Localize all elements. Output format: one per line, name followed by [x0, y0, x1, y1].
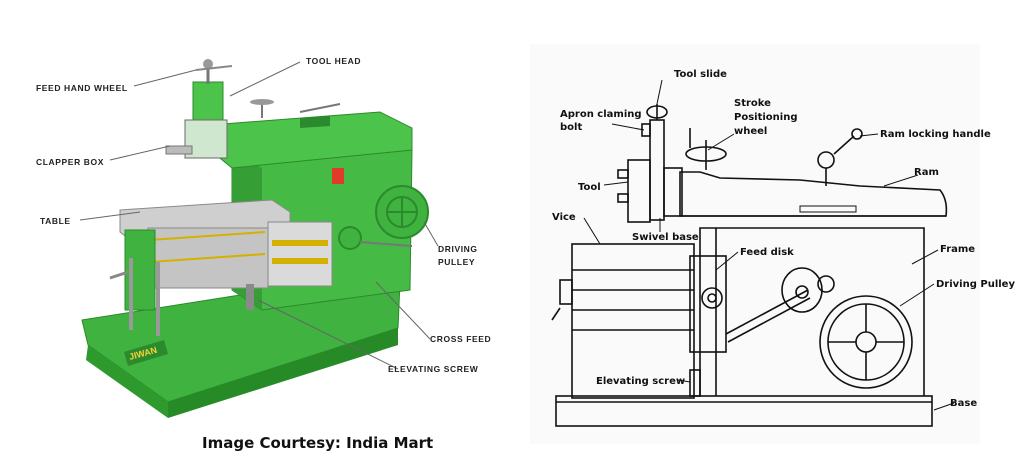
label-base: Base [950, 398, 977, 409]
label-stroke-line2: Positioning [734, 112, 797, 123]
label-tool-head: TOOL HEAD [306, 56, 361, 66]
label-stroke-line3: wheel [734, 126, 767, 137]
label-apron-line2: bolt [560, 122, 582, 133]
label-vice: Vice [552, 212, 576, 223]
label-driving-pulley-line1: DRIVING [438, 244, 478, 254]
label-ram: Ram [914, 167, 939, 178]
left-leader-lines [79, 61, 439, 370]
label-tool-slide: Tool slide [674, 69, 727, 80]
image-credit: Image Courtesy: India Mart [202, 434, 433, 452]
label-ram-locking-handle: Ram locking handle [880, 129, 991, 140]
label-table: TABLE [40, 216, 71, 226]
label-swivel-base: Swivel base [632, 232, 699, 243]
label-elevating-screw-left: ELEVATING SCREW [388, 364, 479, 374]
label-stroke-line1: Stroke [734, 98, 771, 109]
label-cross-feed: CROSS FEED [430, 334, 491, 344]
right-leader-lines [583, 79, 955, 411]
label-driving-pulley-line2: PULLEY [438, 257, 475, 267]
label-feed-disk: Feed disk [740, 247, 794, 258]
shaper-photo: JIWAN [81, 59, 429, 418]
label-clapper-box: CLAPPER BOX [36, 157, 104, 167]
shaper-line-drawing [551, 104, 948, 427]
label-feed-hand-wheel: FEED HAND WHEEL [36, 83, 128, 93]
label-driving-pulley-right: Driving Pulley [936, 279, 1015, 290]
label-apron-line1: Apron claming [560, 109, 642, 120]
label-frame: Frame [940, 244, 975, 255]
label-tool: Tool [578, 182, 601, 193]
label-elevating-screw-right: Elevating screw [596, 376, 685, 387]
